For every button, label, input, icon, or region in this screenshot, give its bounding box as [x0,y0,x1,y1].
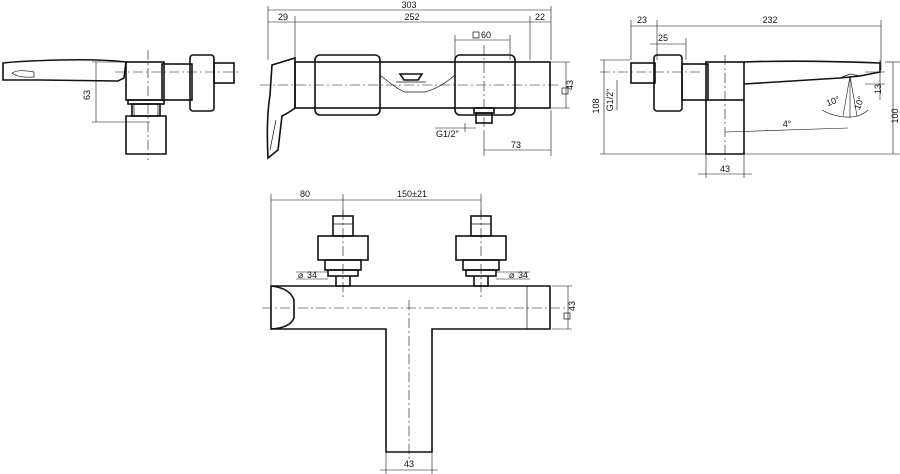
dim-252: 252 [404,12,419,22]
right-thread-label: G1/2" [605,89,615,112]
dim-303: 303 [401,0,416,10]
dim-22: 22 [535,12,545,22]
front-thread-label: G1/2" [436,129,459,139]
left-side-view: 63 [2,50,240,160]
dia-left-symbol: ⌀ [298,270,304,280]
dim-43-right: 43 [720,164,730,174]
dim-13: 13 [873,84,883,94]
dia-34-left: 34 [307,270,317,280]
dim-80: 80 [300,189,310,199]
dim-43-spout: 43 [404,459,414,469]
top-view: 80 150±21 ⌀ 34 ⌀ 34 [262,189,577,474]
dim-63: 63 [82,90,92,100]
dim-150-21: 150±21 [397,189,427,199]
dim-square-43-top: 43 [567,301,577,311]
angle-10b: 10° [852,94,866,111]
front-view: 303 29 252 22 60 43 [260,0,575,160]
angle-4: 4° [783,119,792,129]
dim-232: 232 [762,15,777,25]
dia-right-symbol: ⌀ [509,270,515,280]
dim-100: 100 [890,108,900,123]
right-side-view: 23 232 25 108 G1/2" 100 13 [591,15,900,178]
dim-square-43: 43 [565,80,575,90]
dim-23: 23 [637,15,647,25]
dim-29: 29 [278,12,288,22]
dia-34-right: 34 [518,270,528,280]
dim-73: 73 [511,140,521,150]
dim-square-60: 60 [481,30,491,40]
dim-108: 108 [591,98,601,113]
dim-25: 25 [658,33,668,43]
angle-10a: 10° [825,94,842,108]
